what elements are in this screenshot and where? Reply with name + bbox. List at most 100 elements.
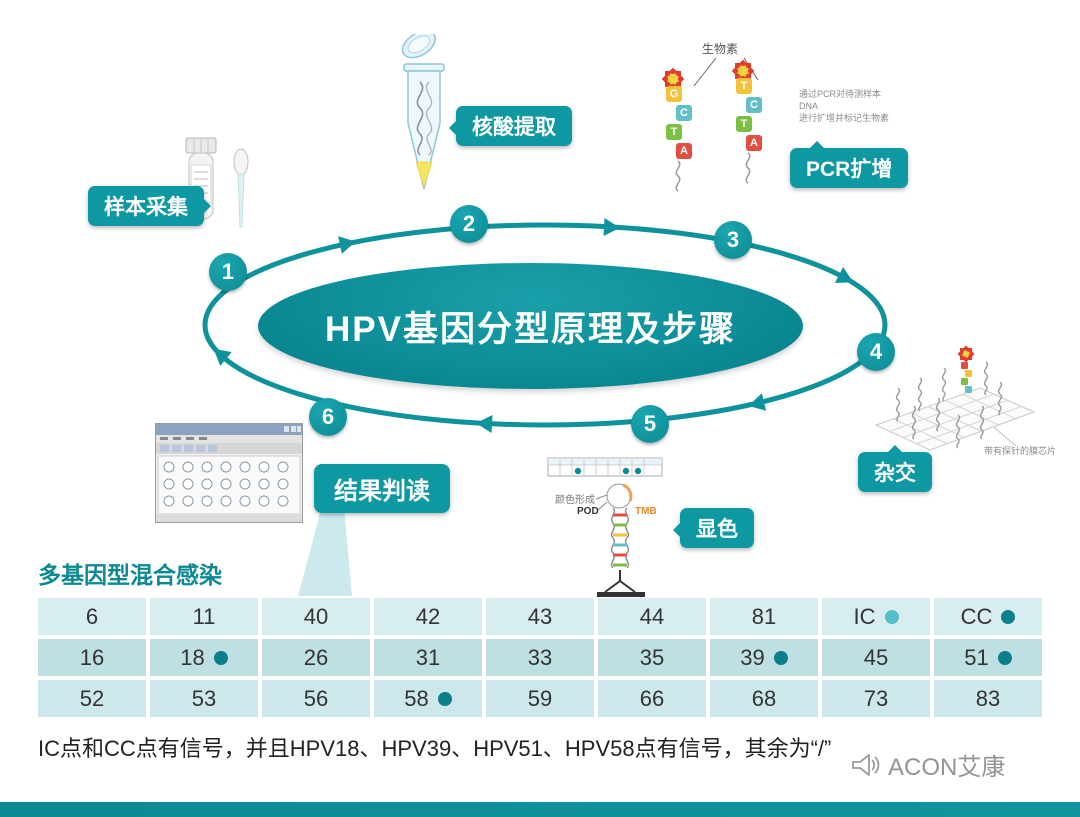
badge-label: 杂交 <box>874 462 916 485</box>
page-title: HPV基因分型原理及步骤 <box>325 309 736 349</box>
step-number: 1 <box>221 259 235 284</box>
genotype-cell-83: 83 <box>934 680 1042 717</box>
genotype-label: CC <box>960 603 993 629</box>
badge-label: 显色 <box>696 518 738 541</box>
genotype-cell-53: 53 <box>150 680 258 717</box>
genotype-cell-59: 59 <box>486 680 594 717</box>
genotype-label: 53 <box>191 685 217 711</box>
genotype-cell-26: 26 <box>262 639 370 676</box>
genotype-label: 11 <box>192 603 216 629</box>
membrane-note: 带有探针的膜芯片 <box>984 446 1057 456</box>
badge-result-interpretation: 结果判读 <box>314 464 450 513</box>
genotype-cell-35: 35 <box>598 639 706 676</box>
dna-base-T: T <box>736 78 752 94</box>
step-circle-4: 4 <box>857 333 895 371</box>
genotype-label: 40 <box>303 603 329 629</box>
badge-label: PCR扩增 <box>806 158 893 181</box>
megaphone-icon <box>852 753 880 776</box>
sample-tube-swab-illustration <box>185 137 249 228</box>
signal-dot-dark <box>773 650 788 665</box>
genotype-cell-43: 43 <box>486 598 594 635</box>
dna-base-A: A <box>676 143 692 159</box>
genotype-label: 73 <box>863 685 889 711</box>
genotype-cell-CC: CC <box>934 598 1042 635</box>
genotype-cell-40: 40 <box>262 598 370 635</box>
genotype-label: 31 <box>415 644 441 670</box>
badge-nucleic-acid-extraction: 核酸提取 <box>449 106 572 146</box>
genotype-cell-6: 6 <box>38 598 146 635</box>
badge-color-development: 显色 <box>673 508 754 548</box>
genotype-cell-42: 42 <box>374 598 482 635</box>
pointer-triangle <box>886 436 904 454</box>
genotype-cell-33: 33 <box>486 639 594 676</box>
step-circle-3: 3 <box>714 221 752 259</box>
genotype-label: 26 <box>303 644 329 670</box>
badge-label: 样本采集 <box>104 196 188 219</box>
genotype-label: 83 <box>975 685 1001 711</box>
step-circle-2: 2 <box>450 205 488 243</box>
genotype-label: 35 <box>639 644 665 670</box>
dna-base-A: A <box>746 135 762 151</box>
pcr-note: 通过PCR对待测样本DNA 进行扩增并标记生物素 <box>799 89 890 124</box>
genotype-cell-66: 66 <box>598 680 706 717</box>
pod-label: POD <box>577 506 599 517</box>
signal-dot-light <box>884 609 899 624</box>
genotype-label: 59 <box>527 685 553 711</box>
dna-base-G: G <box>666 86 682 102</box>
genotype-cell-73: 73 <box>822 680 930 717</box>
genotype-cell-81: 81 <box>710 598 818 635</box>
result-text: IC点和CC点有信号，并且HPV18、HPV39、HPV51、HPV58点有信号… <box>38 736 832 761</box>
genotype-label: 39 <box>740 644 765 670</box>
badge-pcr-amplification: PCR扩增 <box>790 141 909 188</box>
result-beam <box>298 506 352 596</box>
step-number: 4 <box>869 339 883 364</box>
dna-base-C: C <box>676 105 692 121</box>
software-screenshot-illustration <box>155 423 303 523</box>
step-number: 6 <box>321 404 335 429</box>
pointer-triangle <box>664 521 682 539</box>
genotype-label: 81 <box>751 603 777 629</box>
color-development-illustration: 颜色形成 POD TMB <box>547 457 663 597</box>
eppendorf-tube-illustration <box>401 34 445 190</box>
brand-name: ACON艾康 <box>888 754 1006 781</box>
dna-tail-squiggle <box>745 152 751 184</box>
genotype-label: 42 <box>415 603 441 629</box>
step-circle-1: 1 <box>209 253 247 291</box>
hybridized-probe <box>957 345 975 393</box>
genotype-label: 16 <box>79 644 105 670</box>
genotype-cell-16: 16 <box>38 639 146 676</box>
tmb-label: TMB <box>635 506 657 517</box>
genotype-label: 43 <box>527 603 553 629</box>
step-number: 2 <box>462 211 476 236</box>
dna-base-T: T <box>736 116 752 132</box>
genotype-label: 58 <box>404 685 429 711</box>
biotin-label: 生物素 <box>702 42 739 56</box>
signal-dot-dark <box>213 650 228 665</box>
color-note-label: 颜色形成 <box>555 493 595 506</box>
dna-base-C: C <box>746 97 762 113</box>
pointer-triangle <box>202 197 220 215</box>
section-heading: 多基因型混合感染 <box>38 562 222 588</box>
signal-dot-dark <box>1001 609 1016 624</box>
genotype-label: 33 <box>527 644 553 670</box>
genotype-cell-51: 51 <box>934 639 1042 676</box>
genotype-label: 52 <box>79 685 105 711</box>
footer-bar <box>0 802 1080 817</box>
dna-tail-squiggle <box>675 160 681 192</box>
genotype-cell-18: 18 <box>150 639 258 676</box>
signal-dot-dark <box>437 691 452 706</box>
step-number: 3 <box>726 227 740 252</box>
genotype-label: 45 <box>863 644 889 670</box>
genotype-label: IC <box>853 603 876 629</box>
badge-hybridization: 杂交 <box>858 445 932 492</box>
step-circle-6: 6 <box>309 398 347 436</box>
badge-label: 核酸提取 <box>472 116 556 139</box>
signal-dot-dark <box>997 650 1012 665</box>
genotype-label: 6 <box>85 603 99 629</box>
